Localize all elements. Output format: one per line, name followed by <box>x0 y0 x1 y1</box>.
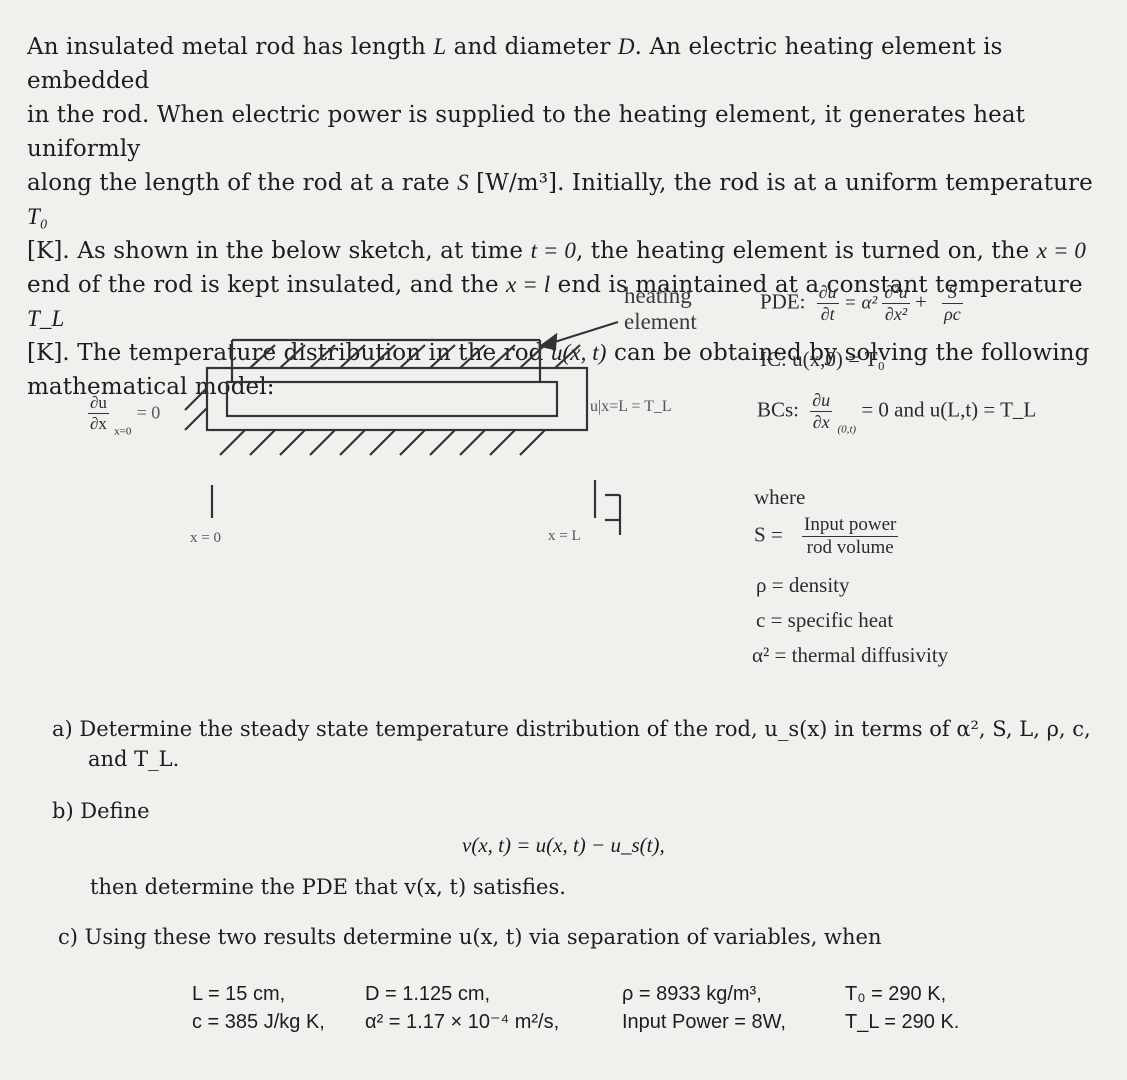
given-col-1: L = 15 cm, c = 385 J/kg K, <box>192 983 325 1033</box>
intro-line-6: [K]. The temperature distribution in the… <box>27 340 1090 366</box>
given-col-4: T₀ = 290 K, T_L = 290 K. <box>845 983 960 1033</box>
diffusivity-definition: α² = thermal diffusivity <box>752 643 949 667</box>
intro-line-5: end of the rod is kept insulated, and th… <box>27 272 1083 331</box>
rod-outline <box>205 366 589 432</box>
question-b-label: b) Define <box>52 799 150 823</box>
density-definition: ρ = density <box>756 573 850 597</box>
question-a: a) Determine the steady state temperatur… <box>52 717 1091 771</box>
left-insulation-hatch <box>184 387 208 431</box>
given-col-2: D = 1.125 cm, α² = 1.17 × 10⁻⁴ m²/s, <box>365 983 560 1033</box>
xL-label: x = L <box>548 528 581 544</box>
intro-line-3: along the length of the rod at a rate S … <box>27 170 1093 229</box>
rod-sketch <box>184 320 622 535</box>
question-b-equation: v(x, t) = u(x, t) − u_s(t), <box>462 833 665 857</box>
boundary-conditions: BCs: ∂u∂x (0,t) = 0 and u(L,t) = T_L <box>757 390 1037 436</box>
question-b-text: then determine the PDE that v(x, t) sati… <box>90 875 566 899</box>
heating-element-outline <box>225 380 559 418</box>
initial-condition: IC: u(x,0) = T₀ <box>760 347 885 371</box>
question-c: c) Using these two results determine u(x… <box>58 925 882 949</box>
intro-line-2: in the rod. When electric power is suppl… <box>27 102 1026 162</box>
right-boundary-condition: u|x=L = T_L <box>590 398 672 415</box>
problem-intro: An insulated metal rod has length L and … <box>27 30 1107 404</box>
heating-element-label: heating element <box>624 283 697 334</box>
where-label: where <box>754 485 806 509</box>
top-insulation-hatch <box>249 344 581 369</box>
bottom-insulation-hatch <box>219 429 546 456</box>
x0-label: x = 0 <box>190 530 221 546</box>
intro-line-7: mathematical model: <box>27 374 275 400</box>
given-col-3: ρ = 8933 kg/m³, Input Power = 8W, <box>622 983 786 1033</box>
left-boundary-condition: ∂u∂x x=0 = 0 <box>88 393 161 438</box>
heating-pointer-arrow <box>544 320 619 347</box>
intro-line-1: An insulated metal rod has length L and … <box>27 34 1003 94</box>
intro-line-4: [K]. As shown in the below sketch, at ti… <box>27 238 1087 264</box>
specific-heat-definition: c = specific heat <box>756 608 894 632</box>
